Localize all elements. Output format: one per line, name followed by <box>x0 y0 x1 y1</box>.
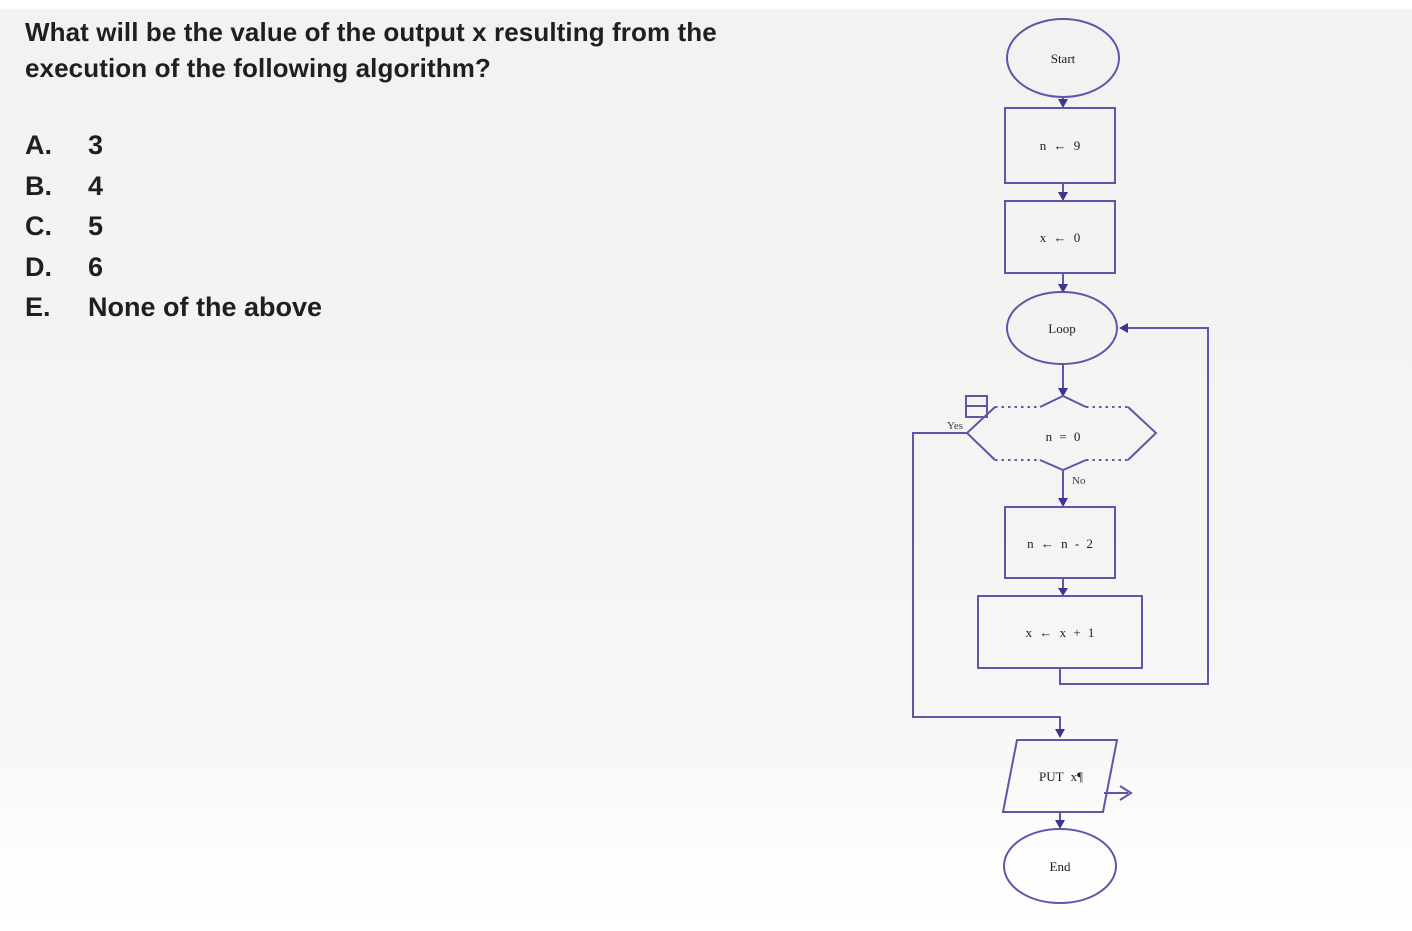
flowchart-node-end: End <box>1003 828 1117 904</box>
option-d: D. 6 <box>25 252 525 293</box>
option-value: 5 <box>88 211 104 241</box>
svg-text:Start: Start <box>1051 51 1076 66</box>
option-value: 3 <box>88 130 104 160</box>
svg-text:n = 0: n = 0 <box>1046 429 1081 444</box>
option-a: A. 3 <box>25 130 525 171</box>
option-value: 6 <box>88 251 104 282</box>
option-e: E. None of the above <box>25 292 525 333</box>
option-letter: B. <box>25 170 52 201</box>
svg-text:End: End <box>1050 859 1071 874</box>
svg-text:Loop: Loop <box>1048 321 1075 336</box>
option-value: 4 <box>88 170 104 201</box>
algorithm-flowchart: Start n ← 9 x ← 0 <box>880 0 1250 926</box>
option-letter: E. <box>25 292 51 322</box>
flowchart-node-start: Start <box>1006 18 1120 98</box>
flowchart-node-loop: Loop <box>1006 291 1118 365</box>
svg-text:n ← 9: n ← 9 <box>1040 138 1081 153</box>
edge-no: No <box>1058 470 1086 507</box>
svg-text:n ← n - 2: n ← n - 2 <box>1027 536 1093 551</box>
option-value: None of the above <box>88 292 323 322</box>
flowchart-node-decrement: n ← n - 2 <box>1004 506 1116 579</box>
connector-loop-to-decision <box>1058 364 1068 397</box>
svg-text:Yes: Yes <box>947 420 963 432</box>
option-b: B. 4 <box>25 171 525 212</box>
output-arrow-icon <box>1104 785 1133 801</box>
flowchart-node-increment: x ← x + 1 <box>977 595 1143 669</box>
svg-text:No: No <box>1072 475 1086 487</box>
option-letter: D. <box>25 251 52 282</box>
flowchart-node-output: PUT x¶ <box>1001 739 1119 813</box>
option-letter: A. <box>25 130 52 160</box>
option-letter: C. <box>25 211 52 241</box>
svg-text:x ← 0: x ← 0 <box>1040 230 1081 245</box>
connector-assign-n-to-assign-x <box>1058 183 1068 201</box>
connector-decrement-to-increment <box>1058 578 1068 596</box>
flowchart-node-assign-x: x ← 0 <box>1004 200 1116 274</box>
question-line-1: What will be the value of the output x r… <box>25 17 717 47</box>
svg-text:PUT x¶: PUT x¶ <box>1039 769 1083 784</box>
connector-assign-x-to-loop <box>1058 273 1068 293</box>
edge-loop-back <box>1059 323 1209 685</box>
connector-output-to-end <box>1055 812 1065 829</box>
table-glyph-icon <box>965 395 988 418</box>
option-c: C. 5 <box>25 211 525 252</box>
edge-yes: Yes <box>912 420 1065 738</box>
question-text: What will be the value of the output x r… <box>25 14 795 86</box>
svg-text:x ← x + 1: x ← x + 1 <box>1026 625 1095 640</box>
flowchart-node-assign-n: n ← 9 <box>1004 107 1116 184</box>
answer-options: A. 3 B. 4 C. 5 D. 6 E. None of the above <box>25 130 525 333</box>
flowchart-node-decision: n = 0 <box>965 394 1158 472</box>
question-line-2: execution of the following algorithm? <box>25 53 491 83</box>
connector-start-to-assign-n <box>1058 97 1068 108</box>
